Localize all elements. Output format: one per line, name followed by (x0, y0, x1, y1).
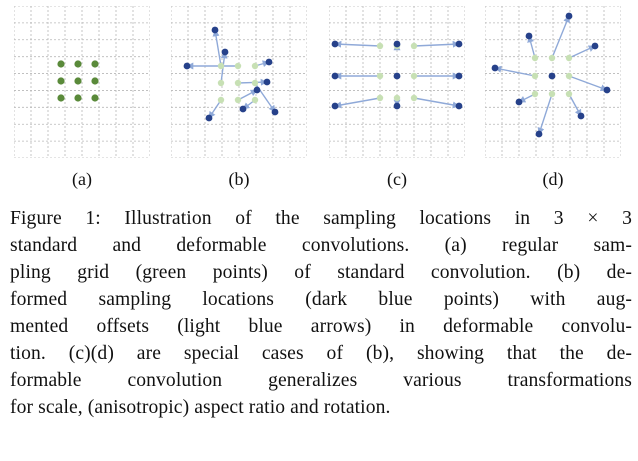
regular-point (565, 72, 573, 80)
caption-line: for scale, (anisotropic) aspect ratio an… (10, 397, 391, 418)
offset-arrow (494, 65, 536, 77)
figure-caption: Figure 1: Illustration of the sampling l… (10, 205, 632, 421)
regular-point (410, 72, 418, 80)
regular-point (91, 60, 99, 68)
regular-point (234, 96, 242, 104)
caption-line: pling grid (green points) of standard co… (10, 262, 632, 283)
deformed-point (331, 40, 339, 48)
regular-point (234, 79, 242, 87)
regular-point (217, 96, 225, 104)
regular-point (376, 72, 384, 80)
deformed-point (455, 40, 463, 48)
deformed-point (491, 64, 499, 72)
panel-a (14, 6, 150, 158)
grid (329, 6, 465, 158)
regular-point (376, 42, 384, 50)
regular-point (393, 94, 401, 102)
deformed-point (265, 58, 273, 66)
regular-point (548, 54, 556, 62)
offset-arrow (527, 35, 536, 59)
offset-arrow (334, 40, 381, 48)
regular-point (410, 94, 418, 102)
panel-d-plot (485, 6, 621, 158)
offset-arrow (551, 15, 570, 59)
offset-arrow (413, 97, 460, 109)
offset-arrow (334, 97, 381, 109)
regular-point (531, 72, 539, 80)
panel-d (485, 6, 621, 158)
regular-point (57, 77, 65, 85)
panel-c-plot (329, 6, 465, 158)
regular-point (376, 94, 384, 102)
panel-b (171, 6, 307, 158)
panel-c (329, 6, 465, 158)
caption-line: formed sampling locations (dark blue poi… (10, 289, 632, 310)
panel-b-label: (b) (228, 169, 250, 189)
deformed-point (263, 78, 271, 86)
caption-line: mented offsets (light blue arrows) in de… (10, 316, 632, 337)
panel-d-label: (d) (542, 169, 564, 189)
deformed-point (591, 42, 599, 50)
deformed-point (253, 86, 261, 94)
deformed-point (211, 26, 219, 34)
regular-point (234, 62, 242, 70)
offset-arrow (568, 45, 596, 59)
deformed-point (331, 102, 339, 110)
deformed-point (525, 32, 533, 40)
panel-b-plot (171, 6, 307, 158)
deformed-point (205, 114, 213, 122)
deformed-point (565, 12, 573, 20)
deformed-point (548, 72, 556, 80)
regular-point (57, 60, 65, 68)
deformed-point (393, 102, 401, 110)
deformed-point (221, 48, 229, 56)
regular-point (57, 94, 65, 102)
deformed-point (393, 40, 401, 48)
regular-point (251, 79, 259, 87)
deformed-point (331, 72, 339, 80)
regular-point (74, 60, 82, 68)
regular-point (217, 62, 225, 70)
regular-point (251, 96, 259, 104)
caption-line: Figure 1: Illustration of the sampling l… (10, 208, 632, 229)
caption-line: formable convolution generalizes various… (10, 370, 632, 391)
deformed-point (183, 62, 191, 70)
regular-point (548, 90, 556, 98)
deformed-point (239, 105, 247, 113)
regular-point (91, 94, 99, 102)
regular-point (410, 42, 418, 50)
regular-point (565, 90, 573, 98)
deformed-point (393, 72, 401, 80)
regular-point (74, 77, 82, 85)
regular-point (74, 94, 82, 102)
offset-arrow (537, 93, 553, 135)
deformed-point (577, 112, 585, 120)
offset-arrow (413, 40, 460, 48)
panel-c-label: (c) (387, 169, 407, 189)
deformed-point (455, 72, 463, 80)
deformed-point (603, 86, 611, 94)
deformed-point (271, 108, 279, 116)
offset-arrow (568, 93, 582, 117)
deformed-point (455, 102, 463, 110)
regular-point (91, 77, 99, 85)
deformed-point (535, 130, 543, 138)
figure: (a) (b) (c) (d) (0, 0, 638, 200)
offset-arrow (212, 29, 222, 67)
grid (14, 6, 150, 158)
offset-arrow (208, 99, 222, 119)
caption-line: tion. (c)(d) are special cases of (b), s… (10, 343, 632, 364)
caption-line: standard and deformable convolutions. (a… (10, 235, 632, 256)
regular-point (217, 79, 225, 87)
offset-arrow (237, 89, 258, 101)
regular-point (251, 62, 259, 70)
deformed-point (515, 98, 523, 106)
regular-point (531, 90, 539, 98)
grid (485, 6, 621, 158)
regular-point (531, 54, 539, 62)
regular-point (565, 54, 573, 62)
panel-a-label: (a) (72, 169, 92, 189)
panel-a-plot (14, 6, 150, 158)
offset-arrow (568, 75, 608, 92)
